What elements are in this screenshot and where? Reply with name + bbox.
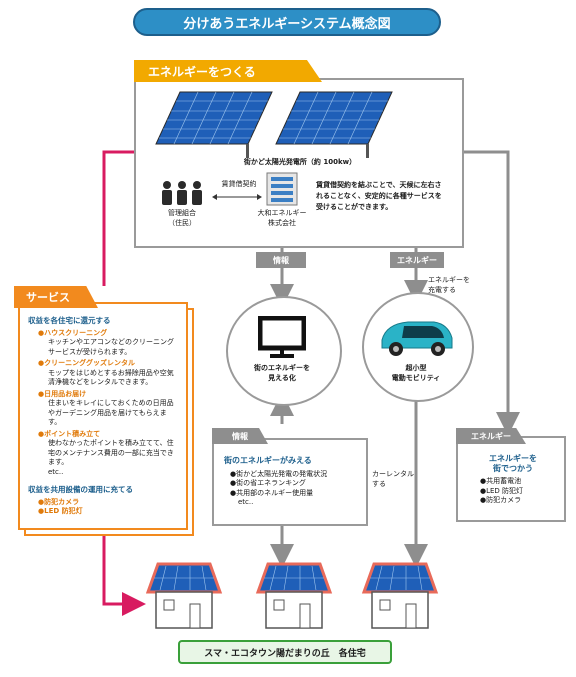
info-item: ●街かど太陽光発電の発電状況 [230,469,328,478]
info-item: ●共用部のネルギー使用量 [230,488,314,497]
lease-arrow-icon [212,194,262,200]
service-item-desc: 住まいをキレイにしておくための日用品やガーデニング用品を届けてもらえます。 [48,399,174,426]
service-item-title: ●クリーニンググッズレンタル [38,359,135,367]
service-tag: サービス [14,286,98,308]
service-panel [18,302,188,530]
ev-car-icon [381,321,453,356]
company-label: 大和エネルギー 株式会社 [257,209,307,227]
energy-flow-tag: エネルギー [390,252,444,268]
page-title: 分けあうエネルギーシステム概念図 [133,8,441,36]
energy-item: ●共用蓄電池 [480,477,522,485]
energy-item: ●LED 防犯灯 [480,486,524,495]
info-panel-tag: 情報 [212,428,268,444]
lease-label: 賃貸借契約 [221,180,257,188]
energy-heading: エネルギーを 街でつかう [489,454,537,473]
monitor-icon [258,316,306,358]
lease-description: 賃貸借契約を結ぶことで、天候に左右されることなく、安定的に各種サービスを受けるこ… [316,181,442,211]
info-panel-content: 街のエネルギーがみえる ●街かど太陽光発電の発電状況 ●街の省エネランキング ●… [224,456,360,508]
energy-panel-content: エネルギーを 街でつかう ●共用蓄電池 ●LED 防犯灯 ●防犯カメラ [468,454,558,506]
info-heading: 街のエネルギーがみえる [224,456,312,465]
houses-icon [146,562,438,630]
residents-icon [162,181,202,205]
info-flow-tag: 情報 [256,252,306,268]
service-etc: etc.. [48,467,64,476]
mobility-label: 超小型 電動モビリティ [391,364,441,382]
service-section-shared: 収益を共用設備の運用に充てる [28,485,133,494]
solar-panels-icon [155,91,393,158]
info-etc: etc.. [238,498,254,506]
service-item-desc: キッチンやエアコンなどのクリーニングサービスが受けられます。 [48,338,174,356]
service-section-return: 収益を各住宅に還元する [28,316,111,325]
energy-item: ●防犯カメラ [480,496,522,504]
service-shared-item: ●防犯カメラ [38,497,80,506]
energy-panel [456,436,566,522]
generate-tag: エネルギーをつくる [134,60,322,82]
service-item-desc: 使わなかったポイントを積み立てて、住宅のメンテナンス費用の一部に充当できます。 [48,439,174,466]
service-item-title: ●ハウスクリーニング [38,328,108,337]
service-shared-item: ●LED 防犯灯 [38,507,83,515]
visualize-label: 街のエネルギーを 見える化 [254,364,310,382]
service-item-title: ●日用品お届け [38,389,87,398]
service-item-desc: モップをはじめとするお掃除用品や空気清浄機などをレンタルできます。 [48,368,174,387]
plant-label: 街かど太陽光発電所（約 100kw） [243,158,357,166]
service-item-title: ●ポイント積み立て [38,429,101,438]
union-label: 管理組合 （住民） [168,209,196,227]
bottom-label: スマ・エコタウン陽だまりの丘 各住宅 [178,640,392,664]
car-rental-label: カーレンタル する [372,470,414,488]
info-item: ●街の省エネランキング [230,479,306,487]
service-content: 収益を各住宅に還元する ●ハウスクリーニング キッチンやエアコンなどのクリーニン… [28,316,178,517]
info-panel [212,438,368,526]
energy-panel-tag: エネルギー [456,428,526,444]
company-building-icon [266,172,298,206]
energy-charge-label: エネルギーを 充電する [428,276,470,294]
